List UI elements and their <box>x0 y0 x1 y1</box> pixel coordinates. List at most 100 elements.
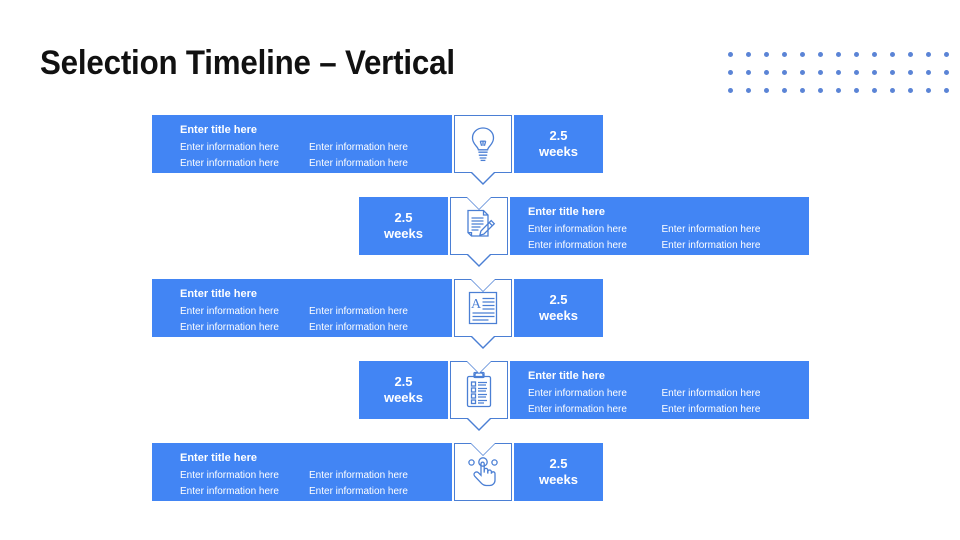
grid-dot <box>890 70 895 75</box>
grid-dot <box>728 52 733 57</box>
info-panel-title: Enter title here <box>180 452 258 464</box>
grid-dot <box>746 52 751 57</box>
grid-dot <box>836 52 841 57</box>
info-line-right: Enter information here <box>661 388 761 399</box>
connector-notch-top <box>466 361 492 374</box>
clipboard-checklist-icon <box>462 370 496 410</box>
duration-unit: weeks <box>538 472 579 487</box>
info-line-left: Enter information here <box>528 404 627 415</box>
grid-dot <box>872 52 877 57</box>
duration-unit: weeks <box>383 226 424 241</box>
grid-dot <box>746 88 751 93</box>
page-title: Selection Timeline – Vertical <box>40 44 455 82</box>
connector-notch-bottom <box>470 335 496 349</box>
grid-dot <box>854 88 859 93</box>
grid-dot <box>926 70 931 75</box>
grid-dot <box>728 70 733 75</box>
timeline-icon-card[interactable]: A <box>454 279 512 349</box>
grid-dot <box>944 70 949 75</box>
grid-dot <box>800 70 805 75</box>
timeline-icon-card[interactable] <box>454 443 512 501</box>
info-line-right: Enter information here <box>661 224 761 235</box>
connector-notch-bottom <box>466 253 492 267</box>
text-document-icon: A <box>465 289 501 327</box>
info-line-right: Enter information here <box>661 404 761 415</box>
grid-dot <box>908 70 913 75</box>
grid-dot <box>800 52 805 57</box>
info-line-left: Enter information here <box>180 158 279 169</box>
dot-grid-decoration <box>728 52 960 106</box>
grid-dot <box>764 70 769 75</box>
info-line-right: Enter information here <box>309 322 408 333</box>
info-line-left: Enter information here <box>528 388 627 399</box>
duration-unit: weeks <box>538 144 579 159</box>
grid-dot <box>764 88 769 93</box>
svg-text:A: A <box>471 297 482 312</box>
lightbulb-icon <box>466 125 500 163</box>
grid-dot <box>872 88 877 93</box>
grid-dot <box>926 88 931 93</box>
duration-value: 2.5 <box>394 374 413 389</box>
info-line-left: Enter information here <box>180 306 279 317</box>
grid-dot <box>818 52 823 57</box>
grid-dot <box>908 52 913 57</box>
grid-dot <box>836 88 841 93</box>
grid-dot <box>854 70 859 75</box>
duration-value: 2.5 <box>394 210 413 225</box>
grid-dot <box>890 52 895 57</box>
info-panel-title: Enter title here <box>180 288 258 300</box>
duration-unit: weeks <box>538 308 579 323</box>
grid-dot <box>944 52 949 57</box>
info-line-right: Enter information here <box>309 486 408 497</box>
grid-dot <box>872 70 877 75</box>
grid-dot <box>926 52 931 57</box>
info-line-left: Enter information here <box>528 240 627 251</box>
duration-value: 2.5 <box>549 456 568 471</box>
timeline-icon-card[interactable] <box>454 115 512 185</box>
grid-dot <box>818 70 823 75</box>
timeline-icon-card[interactable] <box>450 361 508 431</box>
grid-dot <box>782 88 787 93</box>
grid-dot <box>728 88 733 93</box>
info-line-left: Enter information here <box>180 322 279 333</box>
grid-dot <box>818 88 823 93</box>
connector-notch-bottom <box>466 417 492 431</box>
grid-dot <box>944 88 949 93</box>
timeline-icon-card[interactable] <box>450 197 508 267</box>
info-line-right: Enter information here <box>661 240 761 251</box>
connector-notch-top <box>466 197 492 210</box>
